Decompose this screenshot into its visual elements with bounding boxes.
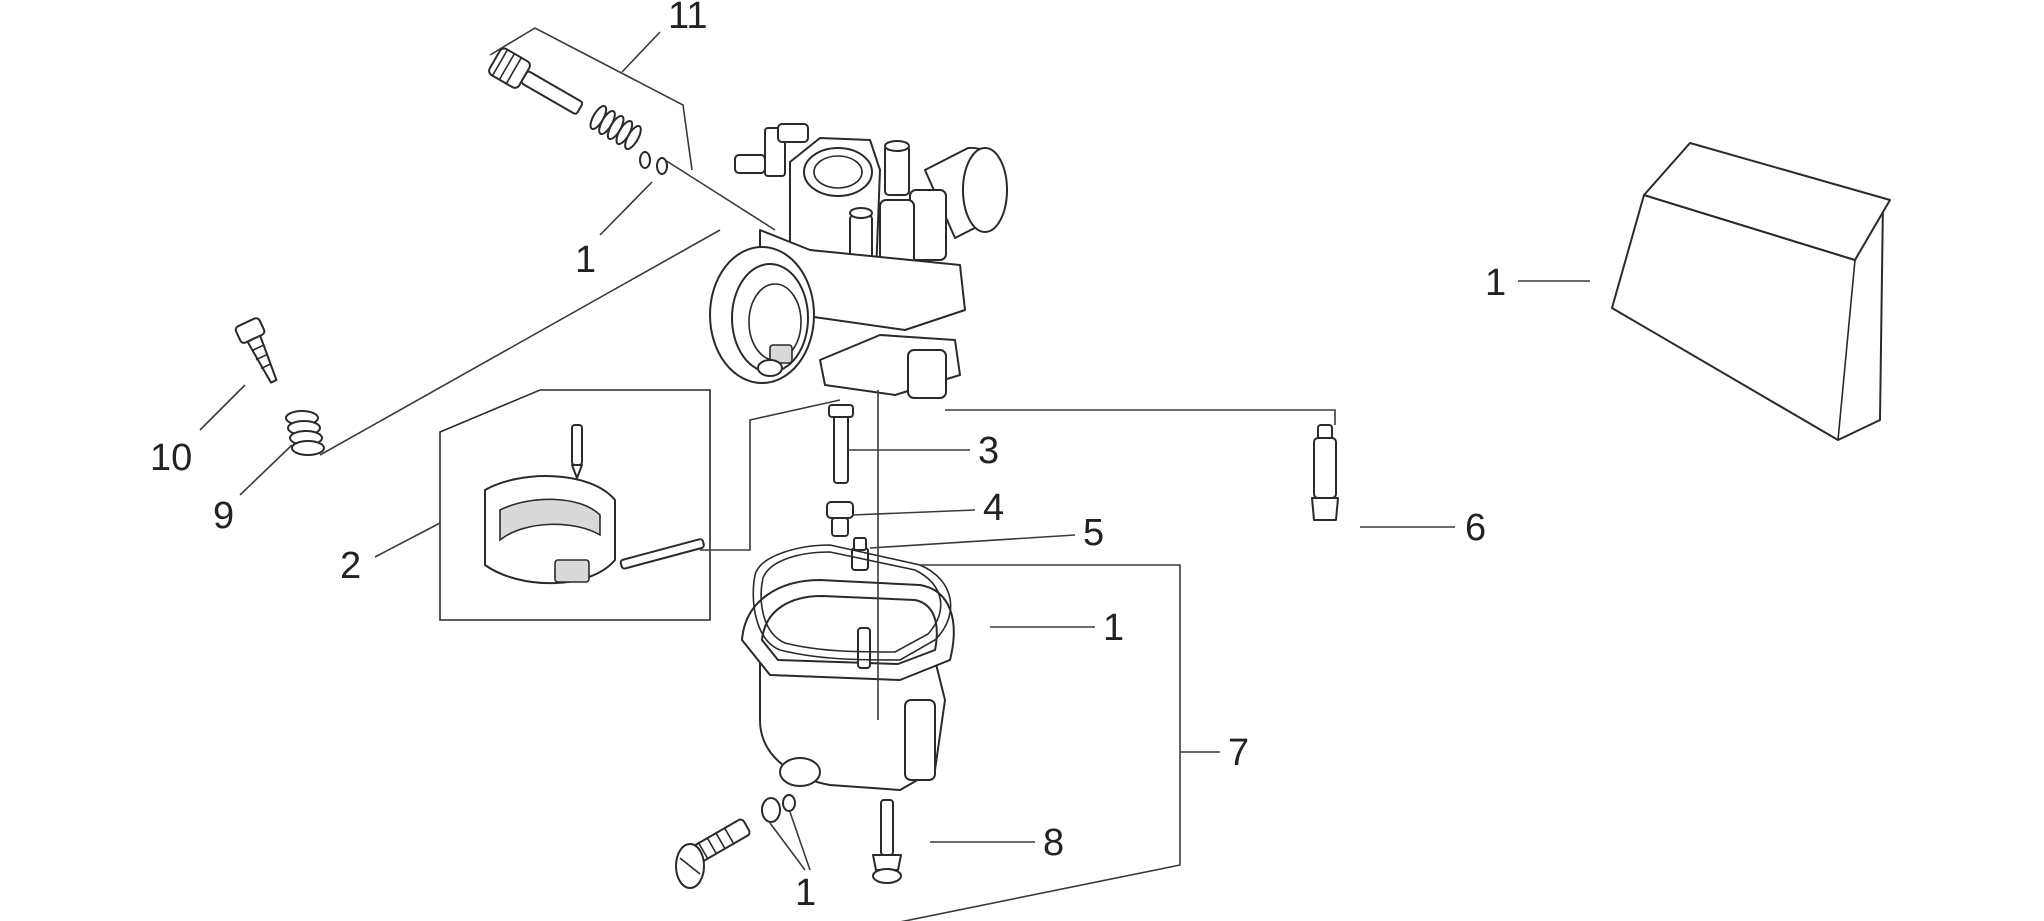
callout-2: 2 (340, 545, 361, 587)
callout-11: 11 (668, 0, 707, 37)
leader-lines (199, 27, 1590, 921)
carburetor-body (709, 123, 1008, 399)
callout-9: 9 (213, 495, 234, 537)
drain-screw-assembly (675, 794, 796, 889)
callout-1-bowl: 1 (1103, 607, 1124, 649)
part-10-air-screw (234, 317, 278, 384)
part-11-idle-screw-assembly (488, 47, 668, 175)
part-9-spring (285, 410, 325, 456)
callout-labels: 11 1 10 9 2 3 4 5 6 1 7 8 1 1 (150, 0, 1506, 914)
part-1-packet-kit (1611, 142, 1891, 441)
callout-4: 4 (983, 487, 1004, 529)
callout-6: 6 (1465, 507, 1486, 549)
part-2-float-kit (439, 389, 711, 621)
callout-1-bottom: 1 (795, 872, 816, 914)
callout-7: 7 (1228, 732, 1249, 774)
float-bowl (741, 544, 955, 791)
part-4-main-jet (826, 501, 854, 537)
callout-10: 10 (150, 437, 192, 479)
callout-3: 3 (978, 430, 999, 472)
part-8-bowl-screw (872, 799, 902, 884)
callout-1-top: 1 (575, 239, 596, 281)
callout-8: 8 (1043, 822, 1064, 864)
part-3-emulsion-tube (828, 404, 854, 484)
callout-1-kit: 1 (1485, 262, 1506, 304)
part-5-idle-jet (851, 537, 869, 571)
callout-5: 5 (1083, 512, 1104, 554)
part-6-starter-plunger (1311, 424, 1339, 521)
